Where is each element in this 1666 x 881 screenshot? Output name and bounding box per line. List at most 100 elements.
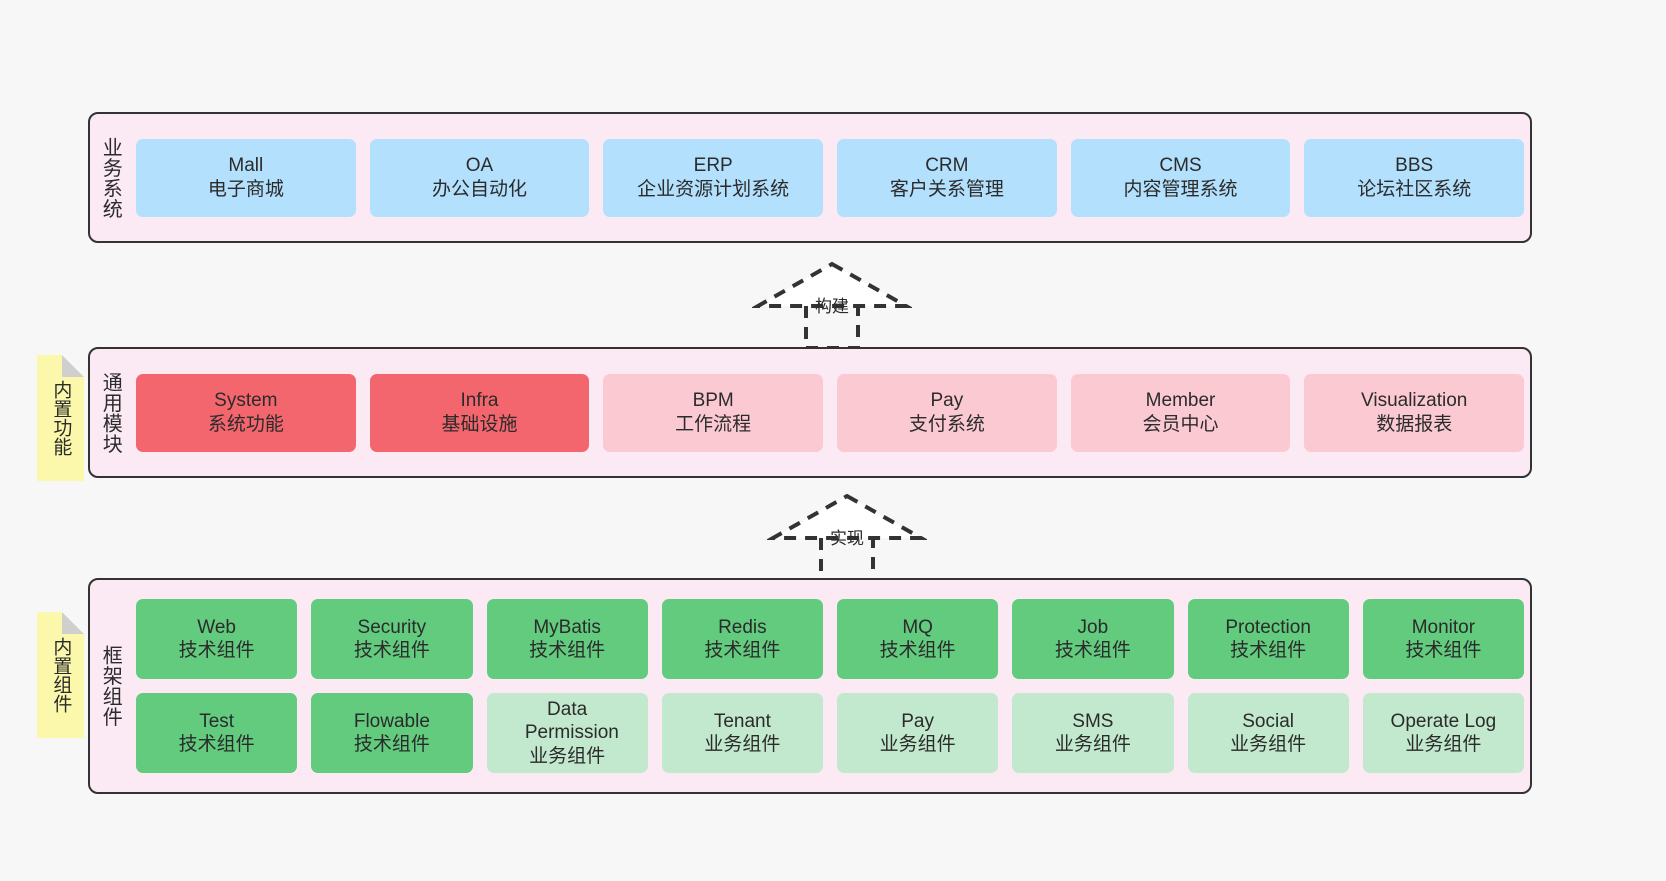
card-grid: Web 技术组件 Security 技术组件 MyBatis 技术组件 Redi… xyxy=(136,599,1524,773)
card-title: Web xyxy=(197,616,236,638)
card-test[interactable]: Test 技术组件 xyxy=(136,693,298,773)
card-social[interactable]: Social 业务组件 xyxy=(1187,693,1349,773)
card-pay[interactable]: Pay 支付系统 xyxy=(837,373,1057,452)
card-title: System xyxy=(214,390,278,412)
card-subtitle: 业务组件 xyxy=(704,734,781,755)
card-monitor[interactable]: Monitor 技术组件 xyxy=(1362,599,1524,679)
card-subtitle: 支付系统 xyxy=(908,413,985,435)
card-title: OA xyxy=(465,155,494,177)
card-subtitle: 技术组件 xyxy=(704,640,781,661)
note-fold-corner xyxy=(62,612,84,634)
layer-body-general-modules: System 系统功能 Infra 基础设施 BPM 工作流程 Pay 支付系统… xyxy=(130,349,1530,476)
card-mybatis[interactable]: MyBatis 技术组件 xyxy=(486,599,648,679)
card-infra[interactable]: Infra 基础设施 xyxy=(369,373,590,452)
card-title: Monitor xyxy=(1411,616,1476,638)
layer-business-systems: 业务系统 Mall 电子商城 OA 办公自动化 ERP 企业资源计划系统 CRM… xyxy=(88,112,1532,243)
card-bbs[interactable]: BBS 论坛社区系统 xyxy=(1304,138,1525,217)
card-subtitle: 业务组件 xyxy=(879,734,956,755)
layer-title-general-modules: 通用模块 xyxy=(99,371,122,454)
card-subtitle: 技术组件 xyxy=(1230,640,1307,661)
card-cms[interactable]: CMS 内容管理系统 xyxy=(1070,138,1291,217)
card-sms[interactable]: SMS 业务组件 xyxy=(1012,693,1174,773)
card-subtitle: 企业资源计划系统 xyxy=(637,178,790,200)
card-web[interactable]: Web 技术组件 xyxy=(136,599,298,679)
card-title: Flowable xyxy=(353,710,430,732)
card-title: MyBatis xyxy=(533,616,601,638)
card-pay-business[interactable]: Pay 业务组件 xyxy=(837,693,999,773)
card-subtitle: 数据报表 xyxy=(1376,413,1453,435)
connector-build-label: 构建 xyxy=(815,297,849,316)
card-subtitle: 业务组件 xyxy=(1230,734,1307,755)
note-text: 内置功能 xyxy=(50,380,72,456)
card-title: Protection xyxy=(1225,616,1311,638)
layer-body-business-systems: Mall 电子商城 OA 办公自动化 ERP 企业资源计划系统 CRM 客户关系… xyxy=(130,114,1530,241)
card-subtitle: 业务组件 xyxy=(529,745,606,767)
card-subtitle: 业务组件 xyxy=(1054,734,1131,755)
card-title: Visualization xyxy=(1361,390,1468,412)
note-builtin-components: 内置组件 xyxy=(37,612,84,738)
card-row: Test 技术组件 Flowable 技术组件 Data Permission … xyxy=(136,693,1524,773)
card-subtitle: 会员中心 xyxy=(1142,413,1219,435)
card-member[interactable]: Member 会员中心 xyxy=(1070,373,1291,452)
card-flowable[interactable]: Flowable 技术组件 xyxy=(311,693,473,773)
card-subtitle: 电子商城 xyxy=(207,178,284,200)
card-subtitle: 基础设施 xyxy=(441,413,518,435)
layer-body-framework-components: Web 技术组件 Security 技术组件 MyBatis 技术组件 Redi… xyxy=(130,580,1530,792)
card-redis[interactable]: Redis 技术组件 xyxy=(661,599,823,679)
card-subtitle: 技术组件 xyxy=(178,734,255,755)
note-fold-corner xyxy=(62,355,84,377)
card-subtitle: 技术组件 xyxy=(353,734,430,755)
card-visualization[interactable]: Visualization 数据报表 xyxy=(1304,373,1525,452)
card-title: ERP xyxy=(693,155,733,177)
card-row: System 系统功能 Infra 基础设施 BPM 工作流程 Pay 支付系统… xyxy=(136,373,1525,452)
card-title: Security xyxy=(357,616,427,638)
card-subtitle: 客户关系管理 xyxy=(889,178,1004,200)
card-title: CMS xyxy=(1159,155,1202,177)
card-subtitle: 技术组件 xyxy=(178,640,255,661)
card-subtitle: 技术组件 xyxy=(1405,640,1482,661)
card-crm[interactable]: CRM 客户关系管理 xyxy=(837,138,1057,217)
card-title: Infra xyxy=(460,390,499,412)
card-title: Data Permission xyxy=(524,699,619,744)
card-operate-log[interactable]: Operate Log 业务组件 xyxy=(1362,693,1524,773)
card-title: Job xyxy=(1077,616,1109,638)
card-bpm[interactable]: BPM 工作流程 xyxy=(603,373,824,452)
card-security[interactable]: Security 技术组件 xyxy=(311,599,473,679)
card-title: BBS xyxy=(1395,155,1434,177)
note-builtin-features: 内置功能 xyxy=(37,355,84,481)
card-subtitle: 工作流程 xyxy=(675,413,752,435)
card-title: SMS xyxy=(1072,710,1114,732)
card-subtitle: 系统功能 xyxy=(207,413,284,435)
card-title: CRM xyxy=(925,155,969,177)
card-subtitle: 技术组件 xyxy=(529,640,606,661)
card-mq[interactable]: MQ 技术组件 xyxy=(837,599,999,679)
card-subtitle: 论坛社区系统 xyxy=(1357,178,1472,200)
card-subtitle: 技术组件 xyxy=(353,640,430,661)
card-title: Redis xyxy=(718,616,767,638)
card-data-permission[interactable]: Data Permission 业务组件 xyxy=(486,693,648,773)
card-erp[interactable]: ERP 企业资源计划系统 xyxy=(603,138,824,217)
card-mall[interactable]: Mall 电子商城 xyxy=(136,138,356,217)
card-row: Web 技术组件 Security 技术组件 MyBatis 技术组件 Redi… xyxy=(136,599,1524,679)
card-subtitle: 技术组件 xyxy=(1054,640,1131,661)
card-title: Member xyxy=(1145,390,1216,412)
card-system[interactable]: System 系统功能 xyxy=(136,373,356,452)
card-subtitle: 内容管理系统 xyxy=(1123,178,1238,200)
card-title: MQ xyxy=(902,616,933,638)
connector-implement-label: 实现 xyxy=(830,529,864,548)
card-title: Mall xyxy=(228,155,264,177)
card-protection[interactable]: Protection 技术组件 xyxy=(1187,599,1349,679)
card-job[interactable]: Job 技术组件 xyxy=(1012,599,1174,679)
layer-title-framework-components: 框架组件 xyxy=(99,645,122,727)
card-title: Test xyxy=(199,710,235,732)
layer-framework-components: 框架组件 Web 技术组件 Security 技术组件 MyBatis 技术组件 xyxy=(88,578,1532,794)
card-subtitle: 业务组件 xyxy=(1405,734,1482,755)
card-subtitle: 技术组件 xyxy=(879,640,956,661)
layer-general-modules: 通用模块 System 系统功能 Infra 基础设施 BPM 工作流程 Pay… xyxy=(88,347,1532,478)
card-row: Mall 电子商城 OA 办公自动化 ERP 企业资源计划系统 CRM 客户关系… xyxy=(136,138,1525,217)
card-tenant[interactable]: Tenant 业务组件 xyxy=(661,693,823,773)
card-title: Pay xyxy=(930,390,964,412)
card-oa[interactable]: OA 办公自动化 xyxy=(369,138,590,217)
card-subtitle: 办公自动化 xyxy=(432,178,528,200)
